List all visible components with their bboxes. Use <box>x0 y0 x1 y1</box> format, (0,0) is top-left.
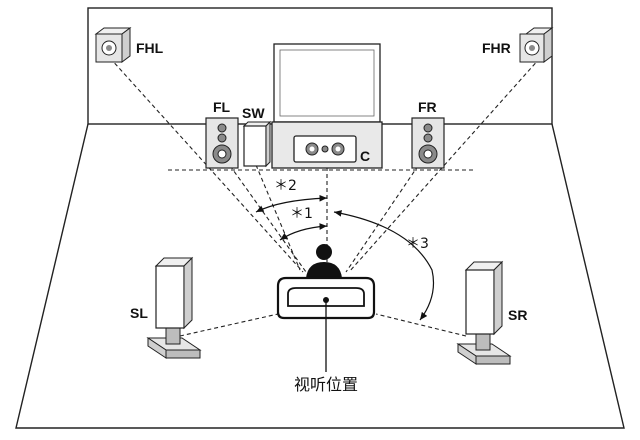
angle-label-2: ＊2 <box>274 178 297 194</box>
label-fhr: FHR <box>482 40 511 56</box>
angle-arcs <box>255 194 435 321</box>
angle-label-1: ＊1 <box>290 206 313 222</box>
listening-position-caption: 视听位置 <box>294 375 358 394</box>
sw-speaker-icon <box>242 120 272 168</box>
sl-speaker-icon <box>146 256 202 359</box>
label-fr: FR <box>418 99 437 115</box>
center-speaker <box>293 135 357 163</box>
label-sl: SL <box>130 305 148 321</box>
sr-speaker-icon <box>456 260 512 365</box>
fr-speaker-icon <box>411 117 445 169</box>
angle-label-3: ＊3 <box>406 236 429 252</box>
label-sr: SR <box>508 307 527 323</box>
fhr-speaker-icon <box>519 27 554 63</box>
label-c: C <box>360 148 370 164</box>
fl-speaker-icon <box>205 117 239 169</box>
fhl-speaker-icon <box>94 27 132 63</box>
label-fl: FL <box>213 99 231 115</box>
floor-outline <box>15 123 625 429</box>
label-fhl: FHL <box>136 40 164 56</box>
label-sw: SW <box>242 105 265 121</box>
tv <box>271 43 383 169</box>
